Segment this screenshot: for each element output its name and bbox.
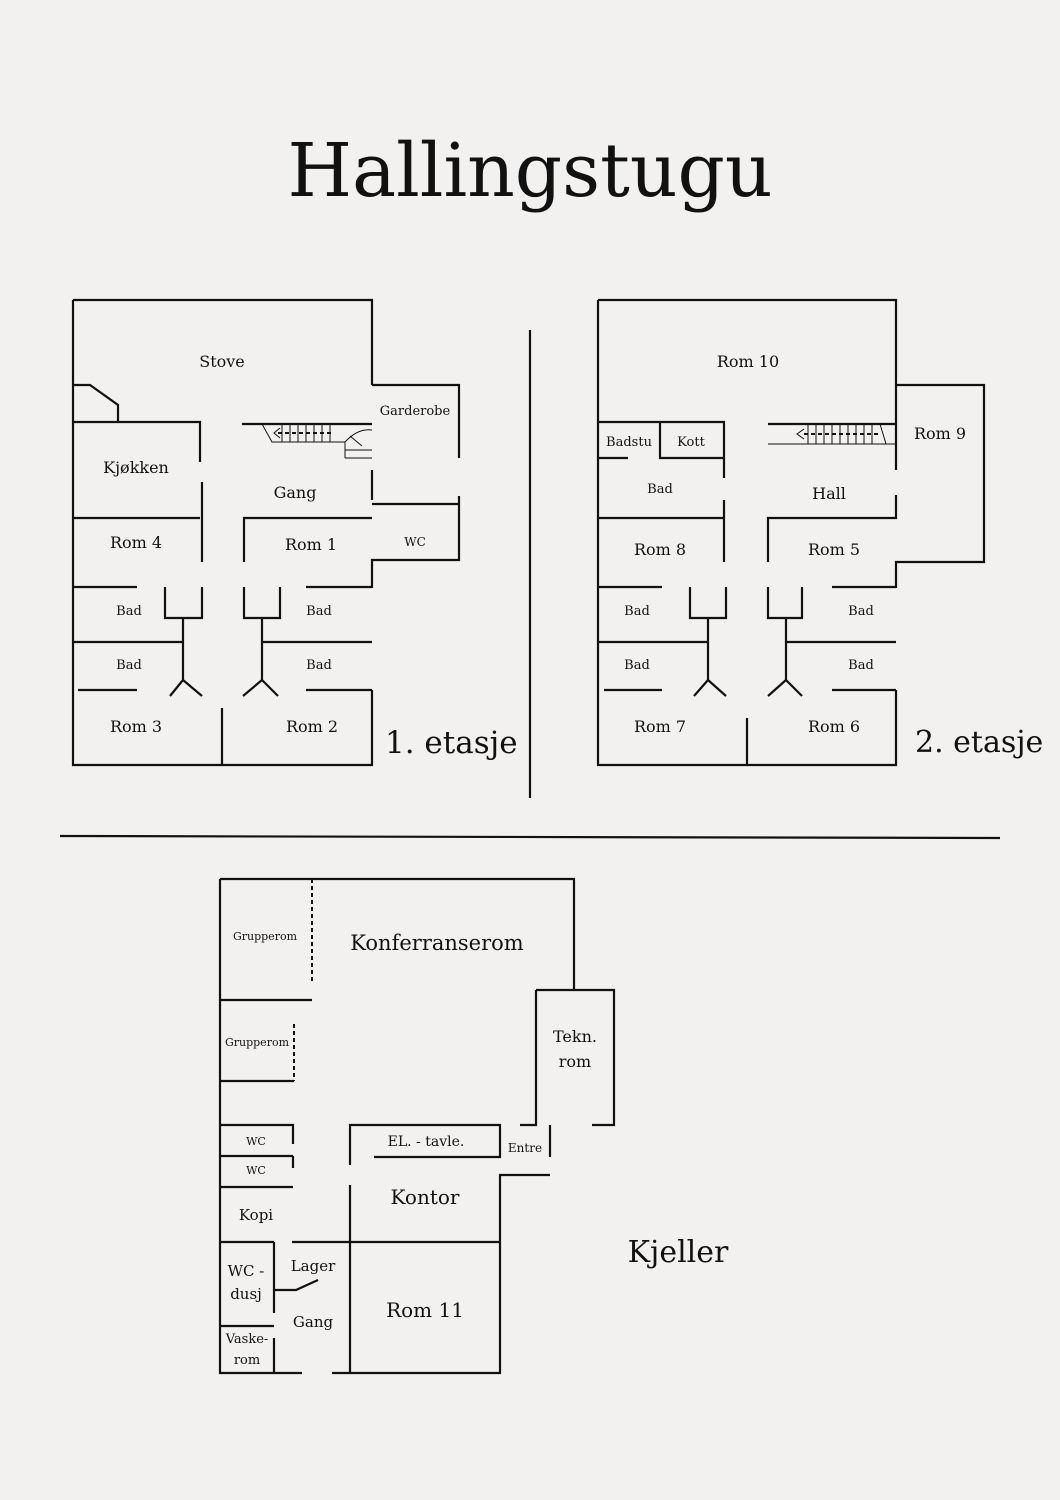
room-konferranserom: Konferranserom: [350, 931, 524, 955]
room-wc-dusj-line-1: WC -: [228, 1262, 265, 1280]
room-bad-1: Bad: [116, 604, 142, 619]
room-stove: Stove: [199, 352, 245, 371]
room-kopi: Kopi: [239, 1206, 273, 1224]
room-grupperom-1: Grupperom: [233, 930, 298, 943]
basement-plan: Grupperom Konferranserom Grupperom Tekn.…: [218, 877, 729, 1375]
room-rom-5: Rom 5: [808, 540, 860, 559]
room-bad-4: Bad: [306, 658, 332, 673]
room-rom-10: Rom 10: [717, 352, 779, 371]
room-grupperom-2: Grupperom: [225, 1036, 290, 1049]
room-vaskerom-line-2: rom: [234, 1353, 260, 1368]
floor-1-walls: [71, 298, 461, 767]
room-kott: Kott: [677, 435, 705, 450]
floor-2-plan: Rom 10 Rom 9 Badstu Kott Bad Hall Rom 8 …: [596, 298, 1043, 767]
page-title: Hallingstugu: [287, 128, 773, 214]
horizontal-divider: [59, 834, 1001, 840]
floor-2-walls: [596, 298, 986, 767]
room-gang: Gang: [274, 483, 317, 502]
floor-2-label: 2. etasje: [915, 725, 1043, 760]
room-rom-4: Rom 4: [110, 533, 162, 552]
room-tekn-rom-line-1: Tekn.: [553, 1027, 597, 1046]
floor-1-label: 1. etasje: [385, 725, 518, 761]
room-bad-3: Bad: [116, 658, 142, 673]
room-kjokken: Kjøkken: [103, 458, 169, 477]
room-wc-dusj-line-2: dusj: [230, 1285, 262, 1303]
room-gang-basement: Gang: [293, 1313, 334, 1331]
room-lager: Lager: [291, 1257, 336, 1275]
floor-1-stairs-icon: [242, 422, 373, 459]
room-rom-3: Rom 3: [110, 717, 162, 736]
room-bad-6: Bad: [848, 604, 874, 619]
room-badstu: Badstu: [606, 435, 652, 450]
room-bad-2: Bad: [306, 604, 332, 619]
floor-2-stairs-icon: [768, 422, 896, 445]
room-wc-2: WC: [246, 1164, 266, 1177]
room-bad-7: Bad: [624, 658, 650, 673]
room-bad-8: Bad: [848, 658, 874, 673]
room-rom-9: Rom 9: [914, 424, 966, 443]
room-hall: Hall: [812, 484, 846, 503]
room-rom-7: Rom 7: [634, 717, 686, 736]
room-el-tavle: EL. - tavle.: [388, 1134, 465, 1150]
room-tekn-rom-line-2: rom: [559, 1052, 591, 1071]
room-vaskerom-line-1: Vaske-: [225, 1332, 269, 1347]
room-rom-1: Rom 1: [285, 535, 337, 554]
room-bad-5: Bad: [624, 604, 650, 619]
room-entre: Entre: [508, 1141, 542, 1155]
basement-walls: [218, 877, 616, 1375]
room-kontor: Kontor: [391, 1185, 460, 1209]
room-rom-6: Rom 6: [808, 717, 860, 736]
room-wc-1: WC: [246, 1135, 266, 1148]
room-rom-8: Rom 8: [634, 540, 686, 559]
room-garderobe: Garderobe: [380, 404, 451, 419]
room-rom-2: Rom 2: [286, 717, 338, 736]
room-bad-top: Bad: [647, 482, 673, 497]
basement-label: Kjeller: [628, 1235, 729, 1270]
floor-1-plan: Stove Garderobe Kjøkken Gang Rom 4 Rom 1…: [71, 298, 518, 767]
room-rom-11: Rom 11: [386, 1298, 464, 1322]
room-wc: WC: [404, 535, 426, 549]
